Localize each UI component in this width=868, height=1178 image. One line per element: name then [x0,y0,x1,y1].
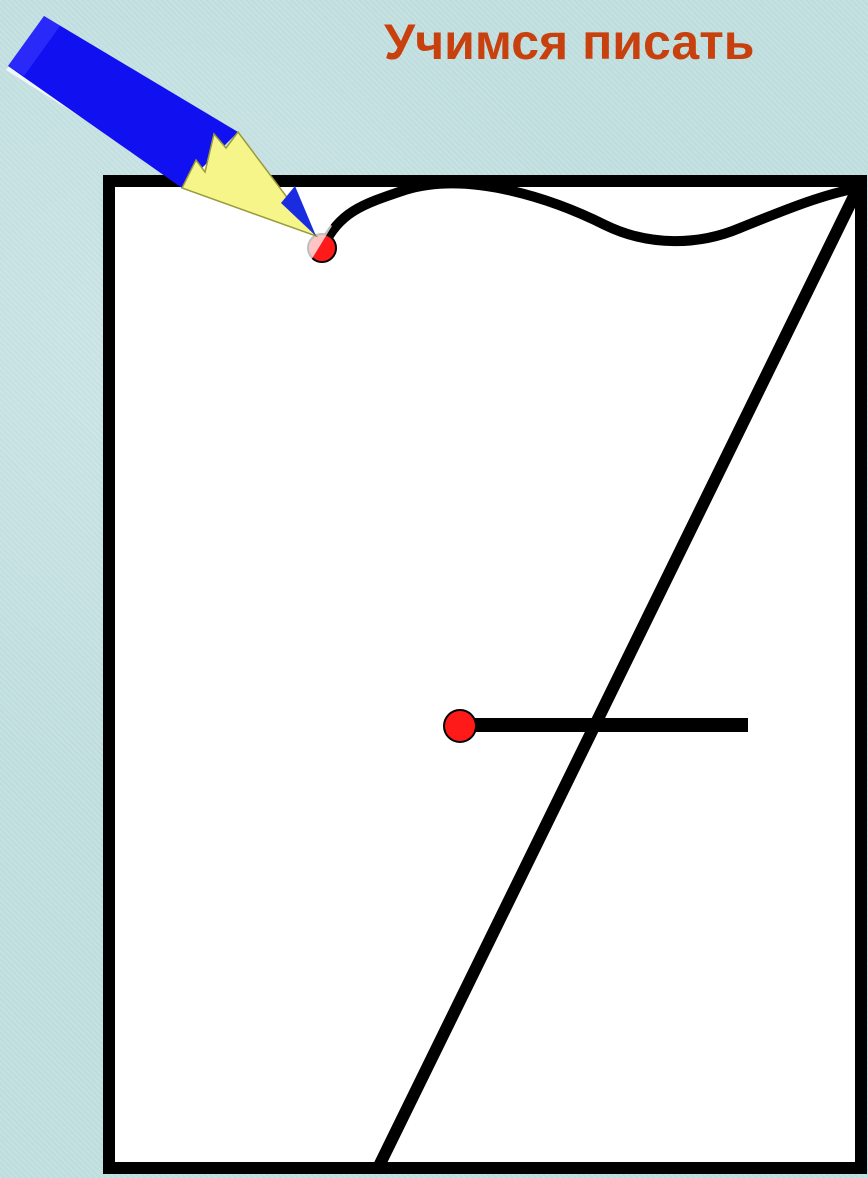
writing-frame [109,181,861,1168]
crossbar-start-point [444,710,476,742]
